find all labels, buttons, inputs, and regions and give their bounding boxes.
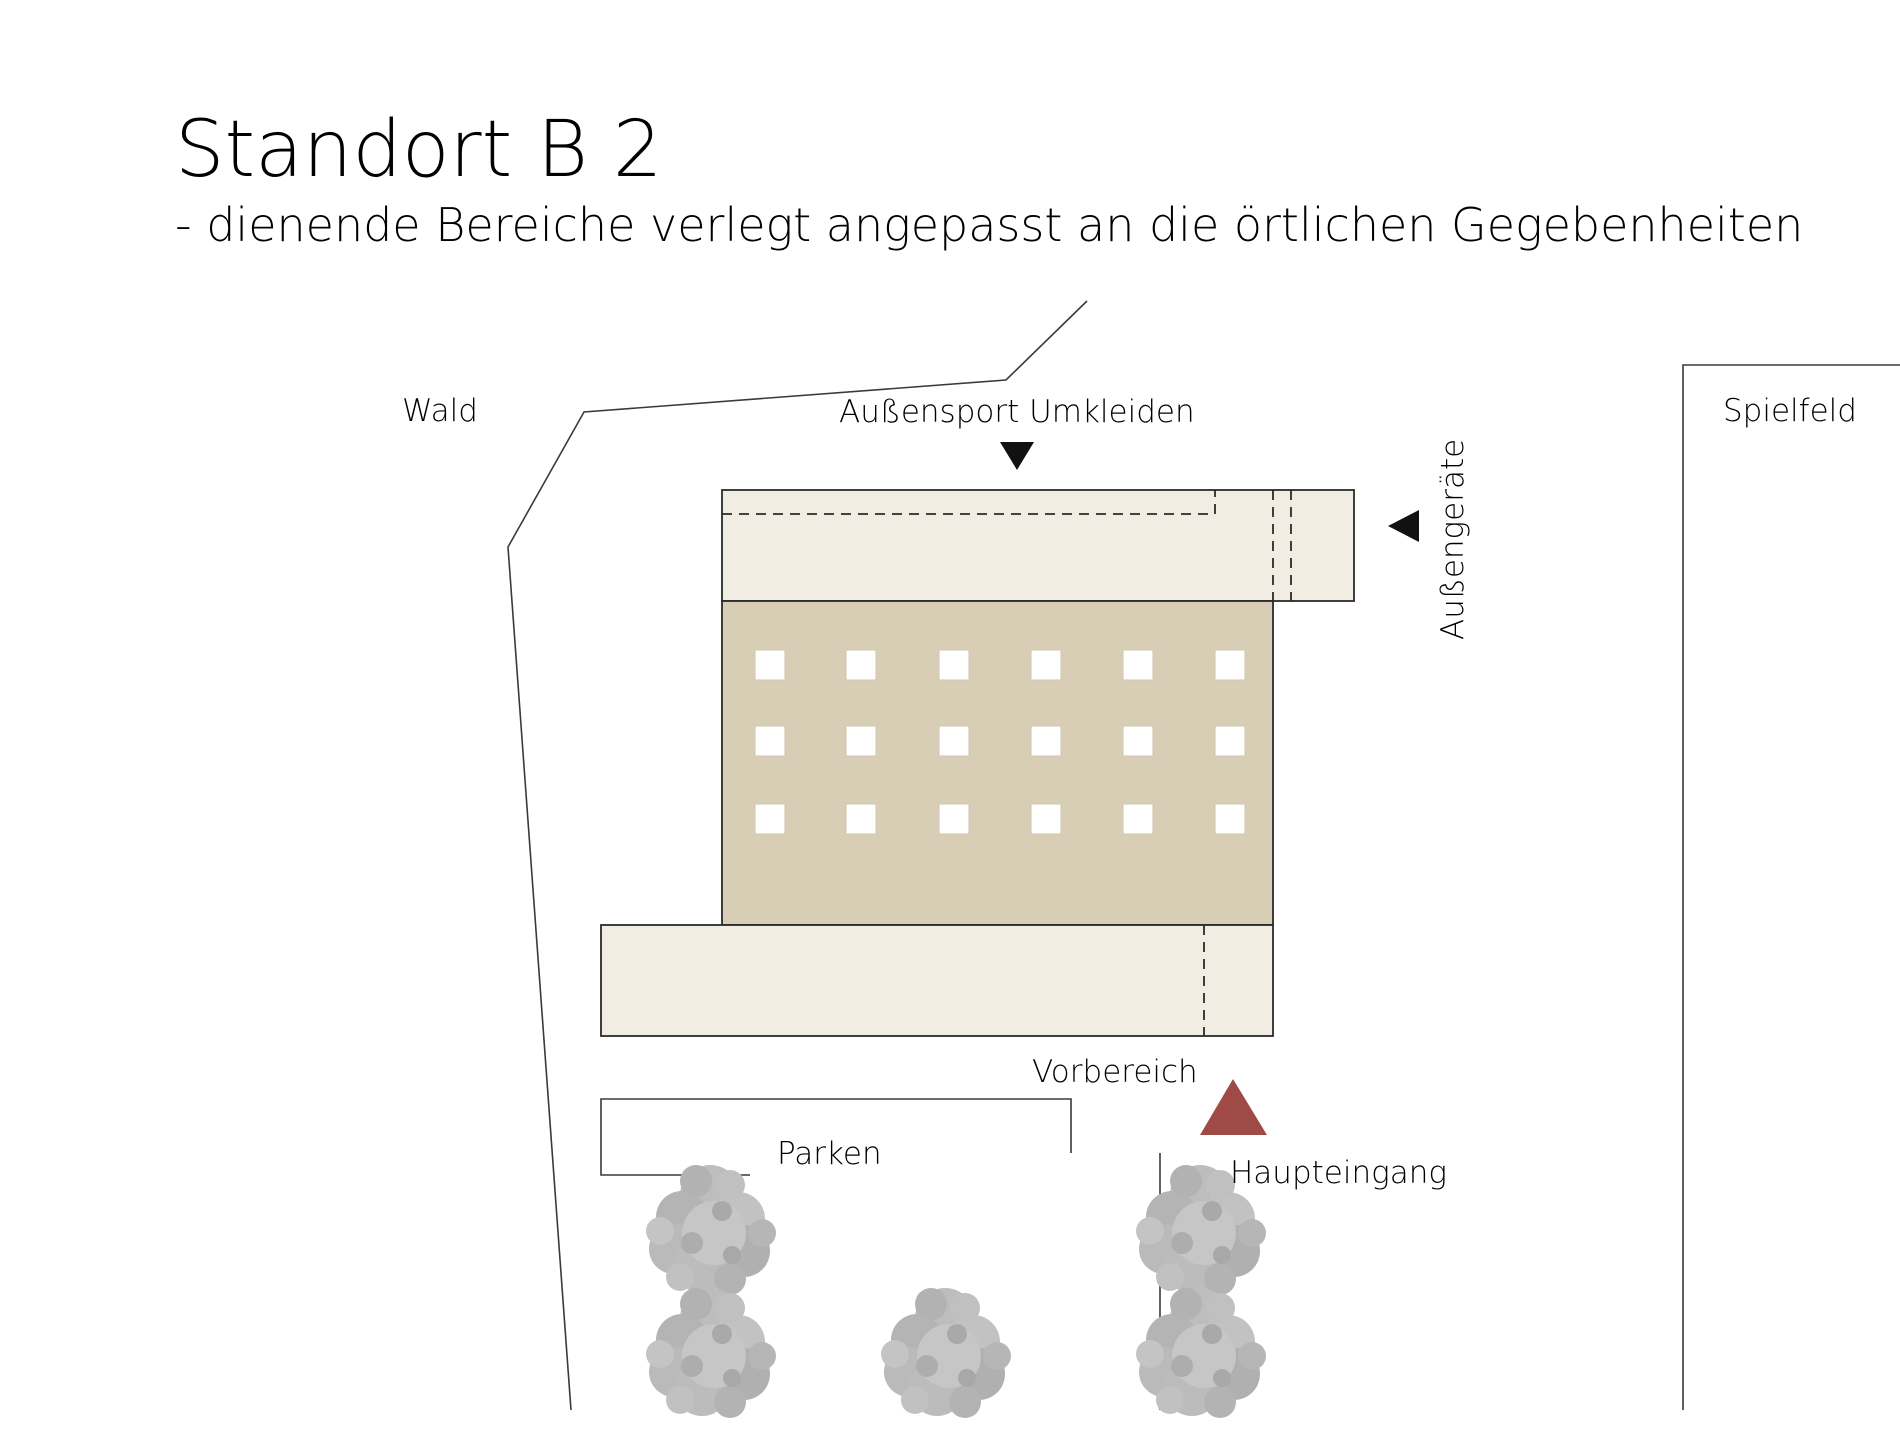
hall-window (845, 803, 877, 835)
page-subtitle: - dienende Bereiche verlegt angepasst an… (175, 198, 1803, 252)
label-haupteingang: Haupteingang (1230, 1155, 1447, 1191)
hall-window (1214, 803, 1246, 835)
hall-window (1122, 725, 1154, 757)
hall-window (1214, 649, 1246, 681)
hall-window (845, 725, 877, 757)
label-aussengeraete: Außengeräte (1435, 439, 1471, 640)
lower-service-wing (600, 924, 1274, 1037)
page-title: Standort B 2 (175, 105, 663, 195)
hall-window (754, 725, 786, 757)
wald-boundary (507, 300, 1088, 1411)
hall-window (754, 803, 786, 835)
main-hall (721, 600, 1274, 926)
hall-window (1030, 803, 1062, 835)
triangle-down-icon (1000, 442, 1034, 470)
spielfeld-boundary (1682, 364, 1900, 1410)
upper-wing-dashed-line (722, 490, 1216, 515)
tree-icon (881, 1288, 1011, 1418)
label-aussensport-umkleiden: Außensport Umkleiden (839, 394, 1195, 430)
hall-window (1030, 649, 1062, 681)
hall-window (1122, 649, 1154, 681)
hall-window (1214, 725, 1246, 757)
hall-window (845, 649, 877, 681)
hall-window (938, 803, 970, 835)
triangle-up-icon (1200, 1079, 1267, 1135)
label-parken: Parken (777, 1136, 882, 1172)
label-vorbereich: Vorbereich (1032, 1054, 1198, 1090)
tree-icon (646, 1288, 776, 1418)
label-spielfeld: Spielfeld (1723, 393, 1857, 429)
hall-window (1030, 725, 1062, 757)
parking-outline (600, 1098, 1072, 1176)
hall-window (1122, 803, 1154, 835)
hall-window (938, 649, 970, 681)
upper-service-wing (721, 489, 1355, 602)
hall-window (754, 649, 786, 681)
hall-window-grid (754, 649, 1246, 835)
tree-icon (1136, 1288, 1266, 1418)
label-wald: Wald (402, 393, 478, 429)
hall-window (938, 725, 970, 757)
tree-icon (646, 1165, 776, 1295)
triangle-left-icon (1388, 510, 1419, 542)
